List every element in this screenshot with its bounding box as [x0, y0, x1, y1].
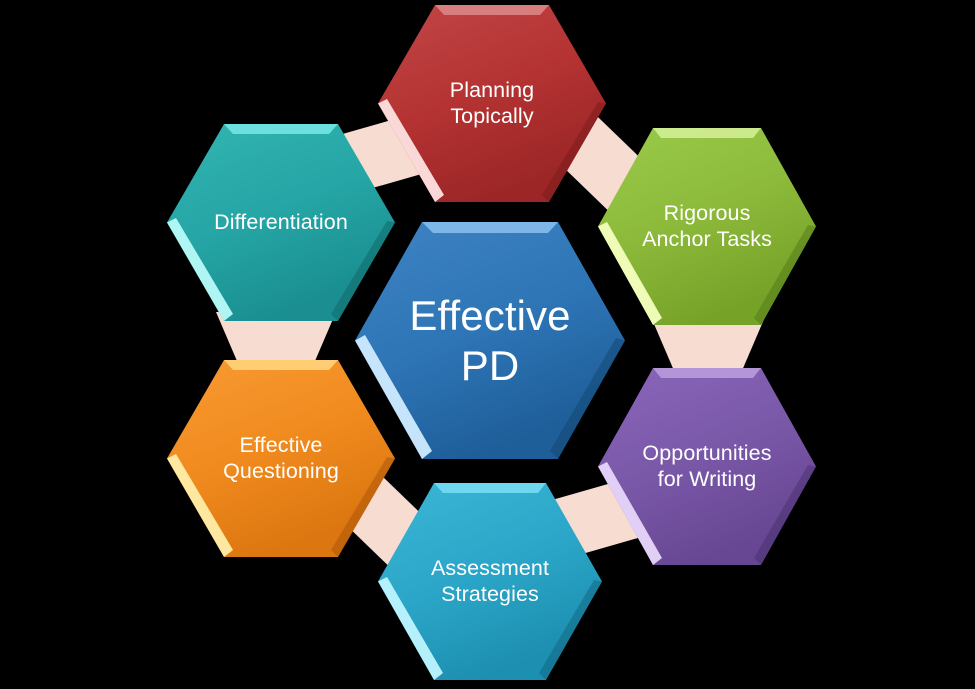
hex-assessment-strategies[interactable]: Assessment Strategies: [378, 483, 602, 680]
hex-opportunities-for-writing[interactable]: Opportunities for Writing: [598, 368, 816, 565]
hex-rigorous-anchor-tasks[interactable]: Rigorous Anchor Tasks: [598, 128, 816, 325]
hex-differentiation[interactable]: Differentiation: [167, 124, 395, 321]
hex-effective-pd-center[interactable]: Effective PD: [355, 222, 625, 459]
hex-planning-topically[interactable]: Planning Topically: [378, 5, 606, 202]
connector-rigorous-to-opportunities: [648, 310, 768, 382]
